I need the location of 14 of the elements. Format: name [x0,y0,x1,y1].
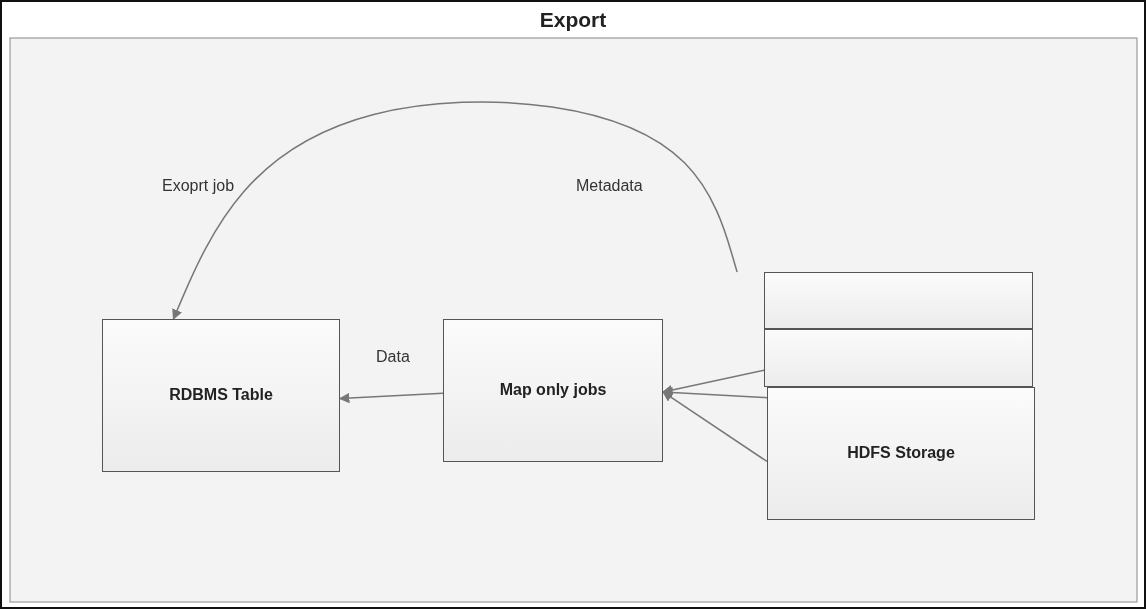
box-label: Map only jobs [499,380,607,401]
arrow [338,392,444,404]
process-box [767,387,1035,520]
stacked-box [764,329,1033,387]
stacked-box [764,272,1033,329]
edge-label: Exoprt job [160,177,237,195]
process-box [102,319,340,472]
arrow [661,387,768,399]
arrow [662,391,768,463]
box-label: RDBMS Table [169,385,273,406]
frame-heading: Export [539,8,607,32]
box-label: HDFS Storage [847,443,955,464]
process-box [443,319,663,462]
arrow [172,101,738,320]
